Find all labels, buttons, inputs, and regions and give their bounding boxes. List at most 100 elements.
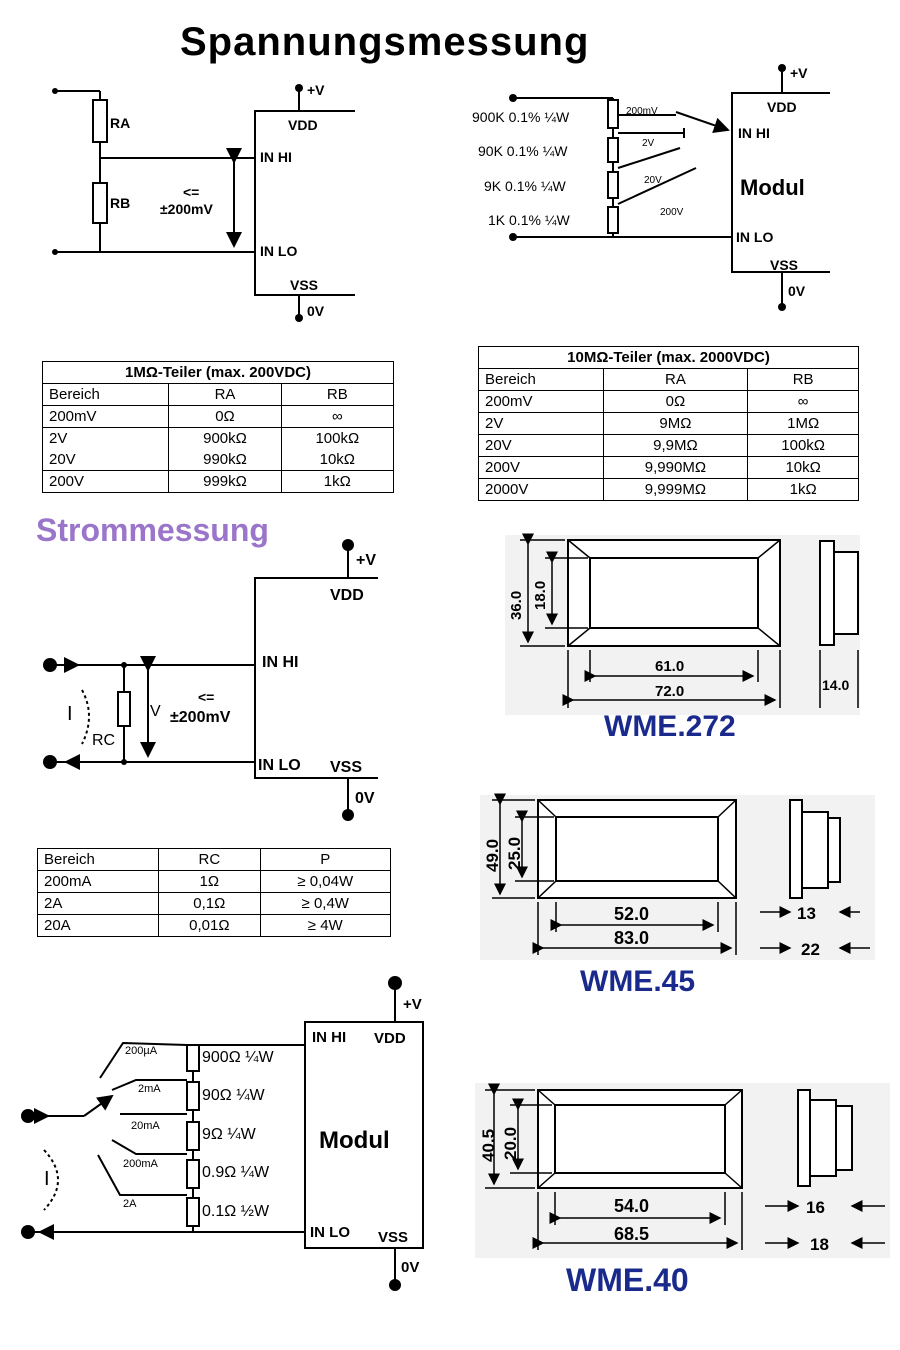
table-row: 2000V 9,999MΩ 1kΩ xyxy=(478,478,859,501)
rb-label: RB xyxy=(110,195,130,211)
in-hi-label: IN HI xyxy=(260,149,292,165)
zero-v-label: 0V xyxy=(355,790,375,807)
vplus-label: +V xyxy=(403,996,422,1013)
wme45-name: WME.45 xyxy=(580,965,696,998)
current-heading: Strommessung xyxy=(36,512,269,548)
resistor-0-1-label: 0.1Ω ½W xyxy=(202,1203,270,1220)
table-cell: 9MΩ xyxy=(602,412,749,435)
table-cell: 999kΩ xyxy=(168,470,282,493)
wme272-height: 36.0 xyxy=(508,591,525,620)
modul-label: Modul xyxy=(319,1127,390,1154)
table-row: 20V 990kΩ 10kΩ xyxy=(41,449,395,471)
resistor-0-9-label: 0.9Ω ¼W xyxy=(202,1164,270,1181)
zero-v-label: 0V xyxy=(307,303,325,319)
table-cell: 100kΩ xyxy=(747,434,859,457)
wme272-drawing: 36.0 18.0 61.0 72.0 14.0 xyxy=(505,533,860,715)
switch-200mv-label: 200mV xyxy=(626,106,658,117)
wme45-window-width: 52.0 xyxy=(614,904,649,924)
wme45-depth-b: 22 xyxy=(801,940,820,959)
table-cell: 200mA xyxy=(36,870,160,893)
table-header: RB xyxy=(747,368,859,391)
wme45-width: 83.0 xyxy=(614,928,649,948)
table-row: 2V 9MΩ 1MΩ xyxy=(478,412,859,435)
zero-v-label: 0V xyxy=(788,283,806,299)
table-cell: 0Ω xyxy=(168,405,282,428)
voltage-heading: Spannungsmessung xyxy=(180,20,590,64)
wme45-height: 49.0 xyxy=(483,839,502,872)
vplus-label: +V xyxy=(307,82,325,98)
vss-label: VSS xyxy=(330,759,362,776)
switch-2ma-label: 2mA xyxy=(138,1083,161,1095)
wme272-depth: 14.0 xyxy=(822,677,849,693)
in-hi-label: IN HI xyxy=(738,125,770,141)
table-cell: 10kΩ xyxy=(280,449,395,471)
switch-200ua-label: 200µA xyxy=(125,1045,158,1057)
table-cell: 0,01Ω xyxy=(158,914,261,937)
switch-20v-label: 20V xyxy=(644,175,662,186)
wme40-name: WME.40 xyxy=(566,1262,689,1298)
table-header: Bereich xyxy=(41,383,170,406)
rc-label: RC xyxy=(92,732,115,749)
table-row: 200V 9,990MΩ 10kΩ xyxy=(478,456,859,479)
current-label: I xyxy=(67,703,73,725)
circuit-divider-switched xyxy=(513,70,830,307)
table-cell: 2V xyxy=(478,412,604,435)
table-cell: 1kΩ xyxy=(280,470,395,493)
modul-label: Modul xyxy=(740,175,805,200)
wme272-name: WME.272 xyxy=(604,710,736,743)
wme272-window-width: 61.0 xyxy=(655,658,684,675)
resistor-1k-label: 1K 0.1% ¼W xyxy=(488,212,570,228)
vss-label: VSS xyxy=(770,257,798,273)
resistor-9-label: 9Ω ¼W xyxy=(202,1126,257,1143)
wme40-window-height: 20.0 xyxy=(501,1127,520,1160)
vplus-label: +V xyxy=(356,552,376,569)
table-cell: ≥ 0,4W xyxy=(259,892,392,915)
table-cell: 20V xyxy=(41,449,170,471)
table-cell: ≥ 0,04W xyxy=(259,870,392,893)
switch-20ma-label: 20mA xyxy=(131,1120,160,1132)
wme272-window-height: 18.0 xyxy=(532,581,549,610)
vdd-label: VDD xyxy=(330,587,364,604)
table-cell: 1kΩ xyxy=(747,478,859,501)
table-cell: ∞ xyxy=(280,405,395,428)
switch-200ma-label: 200mA xyxy=(123,1158,159,1170)
table-row: 200mV 0Ω ∞ xyxy=(478,390,859,413)
table-cell: 0,1Ω xyxy=(158,892,261,915)
table-cell: ∞ xyxy=(747,390,859,413)
table-cell: 20V xyxy=(478,434,604,457)
resistor-900-label: 900Ω ¼W xyxy=(202,1049,274,1066)
table-cell: 2A xyxy=(36,892,160,915)
wme40-height: 40.5 xyxy=(479,1129,498,1162)
table-cell: 9,990MΩ xyxy=(602,456,749,479)
current-label: I xyxy=(44,1168,50,1190)
vss-label: VSS xyxy=(378,1229,408,1246)
table-header: RB xyxy=(280,383,395,406)
table-cell: 990kΩ xyxy=(168,449,282,471)
table-cell: 1Ω xyxy=(158,870,261,893)
wme40-depth-b: 18 xyxy=(810,1235,829,1254)
in-lo-label: IN LO xyxy=(736,229,773,245)
resistor-90k-label: 90K 0.1% ¼W xyxy=(478,143,568,159)
table-cell: 200mV xyxy=(41,405,170,428)
table-row: 20A 0,01Ω ≥ 4W xyxy=(36,914,392,937)
divider-table-1m: 1MΩ-Teiler (max. 200VDC) Bereich RA RB 2… xyxy=(41,361,395,493)
v-label: V xyxy=(150,703,161,720)
table-header: P xyxy=(259,848,392,871)
table-header: RA xyxy=(602,368,749,391)
table-cell: 20A xyxy=(36,914,160,937)
wme45-drawing: 49.0 25.0 52.0 83.0 13 22 xyxy=(480,793,875,960)
le-label: <= xyxy=(198,689,214,705)
le-label: <= xyxy=(183,184,199,200)
wme45-window-height: 25.0 xyxy=(505,837,524,870)
vss-label: VSS xyxy=(290,277,318,293)
table-header: Bereich xyxy=(36,848,160,871)
table-cell: 100kΩ xyxy=(280,427,395,449)
switch-2v-label: 2V xyxy=(642,138,655,149)
table-cell: 1MΩ xyxy=(747,412,859,435)
vdd-label: VDD xyxy=(767,99,797,115)
wme272-width: 72.0 xyxy=(655,683,684,700)
wme45-depth-a: 13 xyxy=(797,904,816,923)
table-header: RA xyxy=(168,383,282,406)
table-header: RC xyxy=(158,848,261,871)
zero-v-label: 0V xyxy=(401,1259,419,1276)
